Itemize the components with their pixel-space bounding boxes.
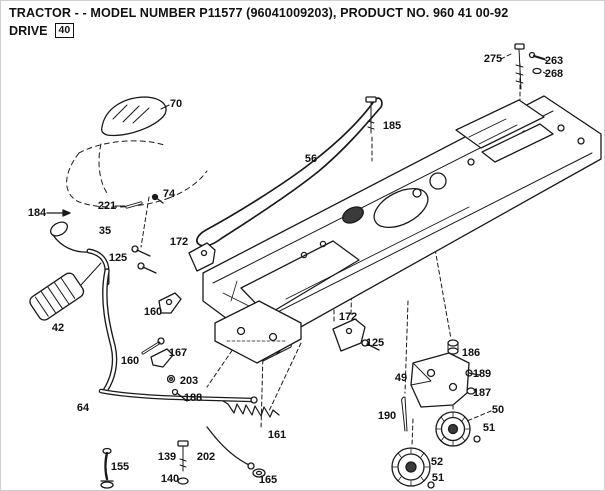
drive-belt — [196, 97, 383, 247]
fender-outline — [66, 140, 208, 208]
page-header: TRACTOR - - MODEL NUMBER P11577 (9604100… — [9, 6, 598, 38]
page-title: TRACTOR - - MODEL NUMBER P11577 (9604100… — [9, 6, 509, 20]
support-plate — [214, 300, 302, 364]
page-number-box: 40 — [54, 23, 75, 38]
hood-part — [101, 96, 170, 137]
idler-pulley-flat — [435, 411, 471, 447]
section-label: DRIVE — [9, 23, 48, 38]
section-row: DRIVE 40 — [9, 23, 598, 38]
frame-assembly — [202, 95, 602, 362]
right-assembly — [332, 318, 481, 489]
extension-spring — [222, 400, 280, 418]
top-fasteners — [365, 43, 546, 134]
idler-pulley-v — [391, 447, 431, 487]
pedal-assembly — [29, 209, 258, 404]
left-brackets — [114, 193, 216, 402]
bottom-hardware — [100, 426, 266, 489]
